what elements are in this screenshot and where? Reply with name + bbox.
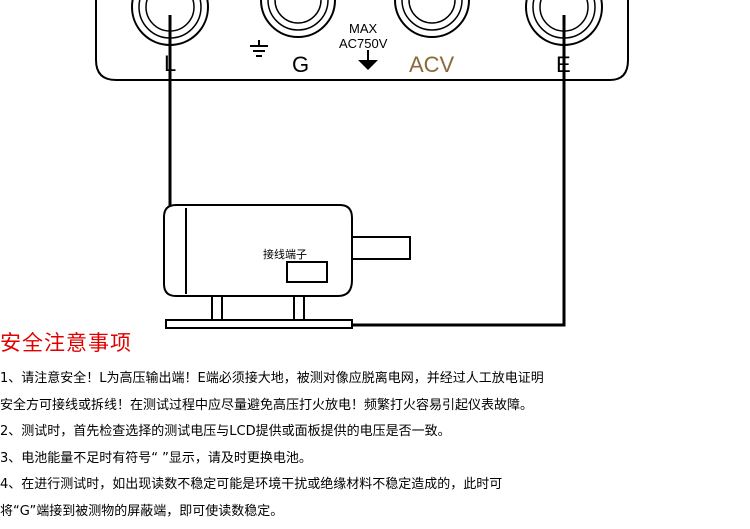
- earth-ground-icon: [358, 50, 378, 70]
- terminal-label-acv: ACV: [409, 52, 455, 77]
- safety-note-line: 4、在进行测试时，如出现读数不稳定可能是环境干扰或绝缘材料不稳定造成的，此时可: [0, 476, 750, 503]
- shield-ground-icon: [250, 40, 268, 56]
- terminal-jack-acv[interactable]: [395, 0, 469, 37]
- terminal-block-label: 接线端子: [263, 247, 307, 261]
- safety-note-line: 2、测试时，首先检查选择的测试电压与LCD提供或面板提供的电压是否一致。: [0, 423, 750, 450]
- max-voltage-label: MAX: [349, 21, 378, 36]
- safety-note-line: 1、请注意安全！L为高压输出端！E端必须接大地，被测对像应脱离电网，并经过人工放…: [0, 370, 750, 397]
- motor-under-test: [164, 205, 410, 328]
- terminal-jack-g[interactable]: [261, 0, 335, 37]
- safety-note-line: 3、电池能量不足时有符号“ ”显示，请及时更换电池。: [0, 450, 750, 477]
- wiring-diagram: L G ACV E MAX AC750V 接线端子: [0, 0, 750, 330]
- max-voltage-value: AC750V: [339, 36, 388, 51]
- safety-note-line: 安全方可接线或拆线！在测试过程中应尽量避免高压打火放电！频繁打火容易引起仪表故障…: [0, 397, 750, 424]
- safety-note-line: 将“G”端接到被测物的屏蔽端，即可使读数稳定。: [0, 503, 750, 529]
- safety-heading: 安全注意事项: [0, 327, 132, 357]
- lead-wire-e: [352, 15, 564, 325]
- terminal-label-g: G: [292, 52, 309, 77]
- safety-notes: 1、请注意安全！L为高压输出端！E端必须接大地，被测对像应脱离电网，并经过人工放…: [0, 370, 750, 529]
